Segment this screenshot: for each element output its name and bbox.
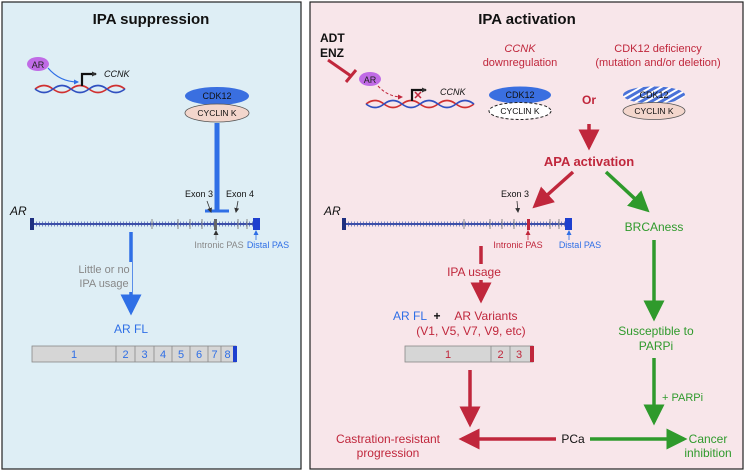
inhibition-line1: Cancer xyxy=(689,432,728,446)
usage-label-bg xyxy=(72,262,132,292)
ar-variants-label: AR Variants xyxy=(454,309,517,323)
left-panel-background xyxy=(1,1,302,470)
ar-protein-bubble xyxy=(27,57,49,71)
ar-binding-arrow-right xyxy=(377,85,403,100)
ccnk-down-line2: downregulation xyxy=(483,57,558,69)
left-exon-8: 8 xyxy=(224,349,230,361)
cdk12-label-left: CDK12 xyxy=(202,91,231,101)
ar-binding-arrow xyxy=(47,67,79,85)
cyclin-k-label-left: CYCLIN K xyxy=(197,108,237,118)
ar-fl-label-left: AR FL xyxy=(114,322,148,336)
usage-label-line2: IPA usage xyxy=(79,278,128,290)
plus-sign: + xyxy=(433,309,440,323)
usage-label-line1: Little or no xyxy=(78,264,129,276)
ar-protein-bubble-right xyxy=(359,72,381,86)
susceptible-line2: PARPi xyxy=(639,339,673,353)
left-panel-title: IPA suppression xyxy=(93,11,210,28)
ar-gene-track-left xyxy=(30,218,260,230)
cdk12-protein-b xyxy=(623,86,685,104)
right-panel-background xyxy=(309,1,744,470)
right-panel-title: IPA activation xyxy=(478,11,576,28)
cyclin-k-label-a: CYCLIN K xyxy=(500,106,540,116)
apa-to-brcaness-arrow xyxy=(604,170,650,213)
ccnk-down-line1: CCNK xyxy=(504,43,536,55)
right-exon-3: 3 xyxy=(516,349,522,361)
ccnk-gene-label-left: CCNK xyxy=(104,69,130,79)
pca-label: PCa xyxy=(561,432,585,446)
ipa-usage-bg xyxy=(438,264,508,280)
left-exon-3: 3 xyxy=(141,349,147,361)
crpc-line1: Castration-resistant xyxy=(336,432,441,446)
adt-inhibition-line xyxy=(327,58,352,78)
ar-fl-label-right: AR FL xyxy=(393,309,427,323)
intronic-pas-label-right: Intronic PAS xyxy=(493,240,542,250)
adt-inhibition-bar xyxy=(344,69,358,83)
left-exon-7: 7 xyxy=(211,349,217,361)
ar-gene-label-left: AR xyxy=(9,204,27,218)
left-exon-2: 2 xyxy=(122,349,128,361)
cdk12-label-b: CDK12 xyxy=(639,90,668,100)
apa-to-ipa-arrow xyxy=(532,170,575,209)
right-exon-1: 1 xyxy=(445,349,451,361)
cdk12-protein xyxy=(185,87,249,105)
dna-helix-right xyxy=(365,99,475,109)
ipa-usage-label: IPA usage xyxy=(447,265,501,279)
tss-blocked-mark: ✕ xyxy=(413,90,422,102)
exon4-pointer-left xyxy=(234,200,240,213)
ar-variant-transcript: 1 2 3 xyxy=(404,345,534,363)
cdk12-def-line2: (mutation and/or deletion) xyxy=(595,57,720,69)
cdk12-def-line1: CDK12 deficiency xyxy=(614,43,702,55)
right-exon-2: 2 xyxy=(497,349,503,361)
tss-arrow-left xyxy=(80,71,97,86)
ar-protein-label-right: AR xyxy=(364,75,377,85)
exon3-label-right: Exon 3 xyxy=(501,189,529,199)
right-panel: IPA activation ADT ENZ AR ✕ CCNK CCNK do… xyxy=(309,1,744,470)
exon3-label-left: Exon 3 xyxy=(185,189,213,199)
exon3-pointer-right xyxy=(515,200,521,213)
intronic-pas-label-left: Intronic PAS xyxy=(194,240,243,250)
enz-label: ENZ xyxy=(320,46,344,60)
apa-activation-label: APA activation xyxy=(544,154,634,169)
ccnk-gene-label-right: CCNK xyxy=(440,87,466,97)
left-exon-5: 5 xyxy=(178,349,184,361)
cdk12-protein-a xyxy=(489,86,551,104)
susceptible-line1: Susceptible to xyxy=(618,324,694,338)
cyclin-k-label-b: CYCLIN K xyxy=(634,106,674,116)
left-exon-1: 1 xyxy=(71,349,77,361)
brcaness-label: BRCAness xyxy=(625,220,684,234)
distal-pas-label-left: Distal PAS xyxy=(247,240,289,250)
inhibition-line2: inhibition xyxy=(684,446,731,460)
cyclin-k-protein xyxy=(184,103,250,123)
cyclin-k-protein-b xyxy=(622,102,686,120)
ar-protein-label: AR xyxy=(32,60,45,70)
or-label: Or xyxy=(582,93,596,107)
ar-gene-label-right: AR xyxy=(323,204,341,218)
adt-label: ADT xyxy=(320,31,345,45)
left-panel: IPA suppression AR CCNK CDK12 CYCLIN K E… xyxy=(1,1,302,470)
cyclin-k-protein-a xyxy=(488,102,552,120)
plus-parpi-label: + PARPi xyxy=(662,392,703,404)
variants-list-label: (V1, V5, V7, V9, etc) xyxy=(416,324,525,338)
ar-gene-track-right xyxy=(342,218,572,230)
left-exon-6: 6 xyxy=(196,349,202,361)
exon3-pointer-left xyxy=(206,200,212,213)
exon4-label-left: Exon 4 xyxy=(226,189,254,199)
left-exon-4: 4 xyxy=(160,349,166,361)
crpc-line2: progression xyxy=(357,446,420,460)
distal-pas-label-right: Distal PAS xyxy=(559,240,601,250)
tss-arrow-right xyxy=(410,87,427,101)
dna-helix-left xyxy=(34,84,126,94)
cdk12-label-a: CDK12 xyxy=(505,90,534,100)
